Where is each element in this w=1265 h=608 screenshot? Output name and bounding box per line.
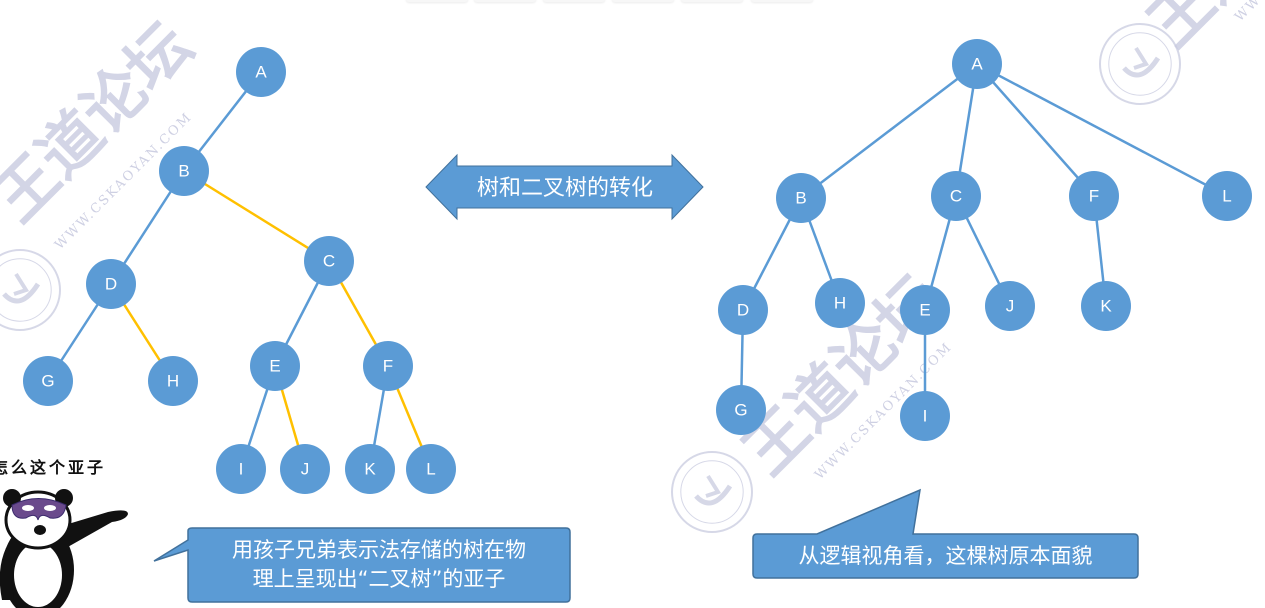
left-node-E: E (250, 341, 300, 391)
center-arrow-label: 树和二叉树的转化 (476, 176, 653, 201)
node-circle (931, 171, 981, 221)
left-callout: 用孩子兄弟表示法存储的树在物 理上呈现出“二叉树”的亚子 (188, 536, 570, 594)
node-circle (250, 341, 300, 391)
node-label: D (737, 301, 749, 320)
node-circle (815, 278, 865, 328)
left-node-L: L (406, 444, 456, 494)
node-circle (236, 47, 286, 97)
node-label: J (1006, 297, 1015, 316)
node-label: K (364, 460, 376, 479)
right-tree-nodes: A B C F L D H E J K G I (716, 39, 1252, 441)
right-node-A: A (952, 39, 1002, 89)
node-label: I (923, 407, 928, 426)
left-node-D: D (86, 259, 136, 309)
node-label: J (301, 460, 310, 479)
center-double-arrow (425, 153, 704, 221)
left-node-G: G (23, 356, 73, 406)
left-node-C: C (304, 236, 354, 286)
panda-meme-icon (0, 489, 128, 608)
left-callout-line1: 用孩子兄弟表示法存储的树在物 (232, 538, 526, 562)
left-node-H: H (148, 356, 198, 406)
node-circle (776, 173, 826, 223)
right-node-J: J (985, 281, 1035, 331)
node-label: L (1222, 187, 1231, 206)
right-node-C: C (931, 171, 981, 221)
node-circle (952, 39, 1002, 89)
right-node-F: F (1069, 171, 1119, 221)
node-circle (280, 444, 330, 494)
node-circle (23, 356, 73, 406)
meme-caption: 怎么这个亚子 (0, 458, 107, 477)
left-node-B: B (159, 146, 209, 196)
node-circle (159, 146, 209, 196)
left-node-A: A (236, 47, 286, 97)
node-circle (900, 285, 950, 335)
node-label: L (426, 460, 435, 479)
node-circle (1081, 281, 1131, 331)
node-circle (148, 356, 198, 406)
node-circle (716, 385, 766, 435)
top-strip-mark (543, 0, 605, 2)
right-node-D: D (718, 285, 768, 335)
right-node-K: K (1081, 281, 1131, 331)
node-circle (406, 444, 456, 494)
node-circle (345, 444, 395, 494)
right-child-edge-A-F (976, 63, 1095, 197)
node-circle (985, 281, 1035, 331)
right-callout: 从逻辑视角看，这棵树原本面貌 (753, 542, 1138, 571)
node-label: H (167, 372, 179, 391)
right-node-G: G (716, 385, 766, 435)
watermark-seal-icon (0, 249, 61, 331)
top-strip-mark (612, 0, 674, 2)
node-label: I (239, 460, 244, 479)
node-label: D (105, 275, 117, 294)
top-strip-mark (751, 0, 813, 2)
top-strip-mark (474, 0, 536, 2)
node-circle (86, 259, 136, 309)
node-label: H (834, 294, 846, 313)
right-node-I: I (900, 391, 950, 441)
node-label: C (950, 187, 962, 206)
right-node-B: B (776, 173, 826, 223)
node-label: B (795, 189, 806, 208)
left-callout-shape (153, 527, 571, 603)
right-callout-shape (752, 488, 1139, 579)
node-label: A (255, 63, 267, 82)
node-circle (900, 391, 950, 441)
watermark-layer: 王道论坛WWW.CSKAOYAN.COM王道论坛WWW.CSKAOYAN.COM… (0, 0, 1265, 533)
node-circle (1202, 171, 1252, 221)
right-node-L: L (1202, 171, 1252, 221)
node-circle (718, 285, 768, 335)
left-tree-nodes: A B C D E F G H I J K L (23, 47, 456, 494)
right-child-edge-A-B (800, 63, 978, 199)
left-node-I: I (216, 444, 266, 494)
node-label: A (971, 55, 983, 74)
right-child-edge-A-L (976, 62, 1228, 198)
right-node-H: H (815, 278, 865, 328)
node-label: F (1089, 187, 1099, 206)
node-label: G (41, 372, 54, 391)
left-callout-line2: 理上呈现出“二叉树”的亚子 (252, 567, 506, 591)
left-sibling-edge-B-C (183, 169, 330, 263)
left-node-K: K (345, 444, 395, 494)
node-circle (363, 341, 413, 391)
node-label: B (178, 162, 189, 181)
watermark-seal-icon (1099, 23, 1181, 105)
node-label: K (1100, 297, 1112, 316)
node-circle (304, 236, 354, 286)
node-label: C (323, 252, 335, 271)
top-strip-mark (681, 0, 743, 2)
left-node-F: F (363, 341, 413, 391)
node-label: E (269, 357, 280, 376)
left-node-J: J (280, 444, 330, 494)
right-node-E: E (900, 285, 950, 335)
node-label: E (919, 301, 930, 320)
top-strip-mark (406, 0, 468, 2)
node-label: G (734, 401, 747, 420)
node-circle (1069, 171, 1119, 221)
node-circle (216, 444, 266, 494)
watermark-seal-icon (671, 451, 753, 533)
node-label: F (383, 357, 393, 376)
right-callout-text: 从逻辑视角看，这棵树原本面貌 (798, 544, 1093, 568)
